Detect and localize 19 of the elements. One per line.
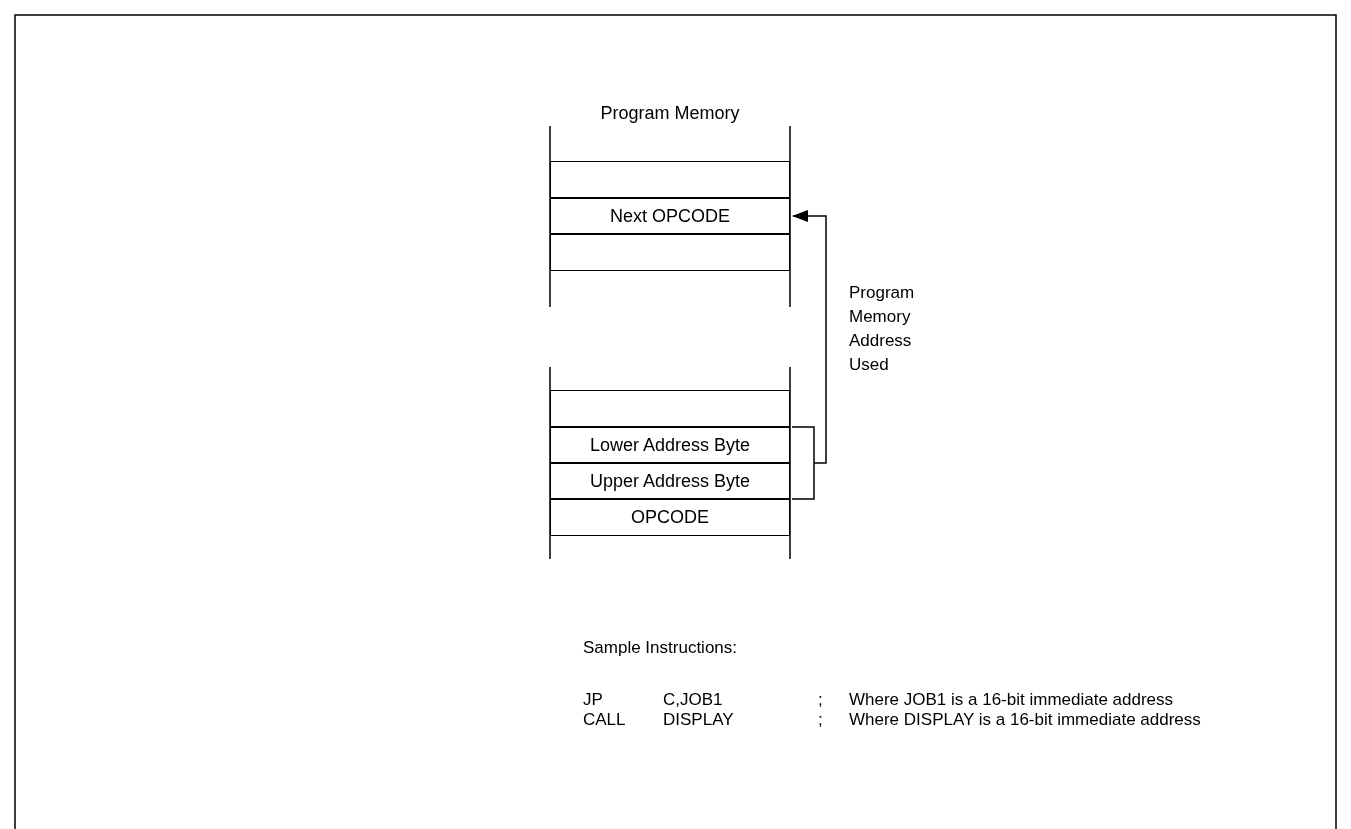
bracket-arrow <box>791 210 827 500</box>
mnemonic: JP <box>583 690 603 710</box>
section-heading: Sample Instructions: <box>583 638 737 658</box>
empty-memory-cell <box>550 161 790 199</box>
comment-text: Where DISPLAY is a 16-bit immediate address <box>849 710 1201 730</box>
comment-text: Where JOB1 is a 16-bit immediate address <box>849 690 1174 710</box>
separator: ; <box>818 690 823 710</box>
memory-cell: Lower Address Byte <box>550 426 790 464</box>
operand: DISPLAY <box>663 710 734 730</box>
diagram-title: Program Memory <box>599 103 741 124</box>
memory-cell: OPCODE <box>550 498 790 536</box>
empty-memory-cell <box>550 390 790 428</box>
mnemonic: CALL <box>583 710 626 730</box>
memory-cell: Next OPCODE <box>550 197 790 235</box>
empty-memory-cell <box>550 233 790 271</box>
memory-cell: Upper Address Byte <box>550 462 790 500</box>
operand: C,JOB1 <box>663 690 723 710</box>
separator: ; <box>818 710 823 730</box>
annotation-text: Program Memory Address Used <box>849 282 916 376</box>
